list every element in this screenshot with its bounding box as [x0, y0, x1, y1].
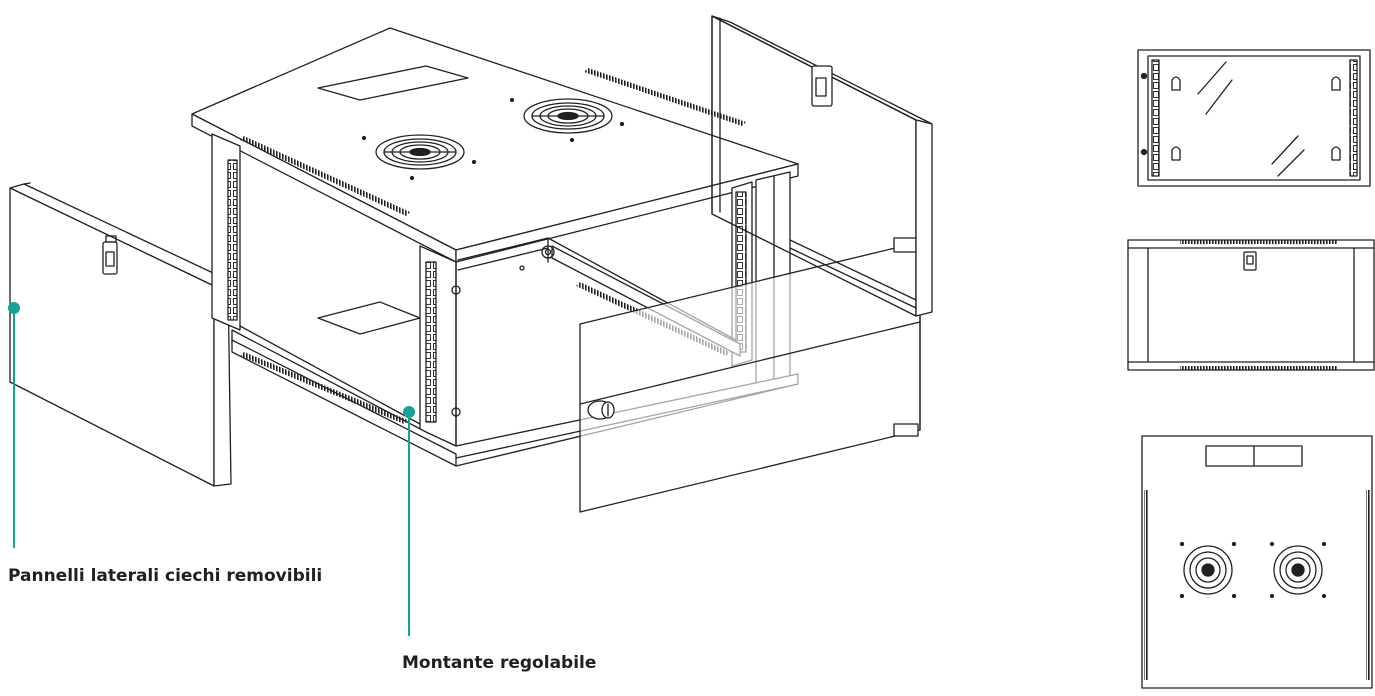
callout-side-panels	[8, 302, 20, 548]
side-panels-label: Pannelli laterali ciechi removibili	[8, 566, 323, 586]
panel-latch-icon	[102, 235, 118, 275]
fan-left-icon	[1183, 545, 1233, 595]
top-view-fans	[1141, 435, 1373, 689]
right-side-panel	[711, 15, 933, 317]
glass-front-door	[579, 237, 921, 513]
panel-latch-icon	[811, 65, 833, 107]
adjustable-upright-label: Montante regolabile	[402, 653, 597, 673]
left-side-panel	[9, 182, 232, 487]
door-lock-icon	[587, 400, 615, 420]
top-fan-right-icon	[523, 98, 613, 134]
callout-upright	[403, 406, 415, 636]
top-fan-left-icon	[375, 134, 465, 170]
front-view-glass-door	[1137, 49, 1371, 187]
fan-right-icon	[1273, 545, 1323, 595]
rear-latch-icon	[1243, 251, 1257, 271]
rack-cabinet	[191, 27, 799, 467]
rear-view-panel	[1127, 239, 1375, 371]
